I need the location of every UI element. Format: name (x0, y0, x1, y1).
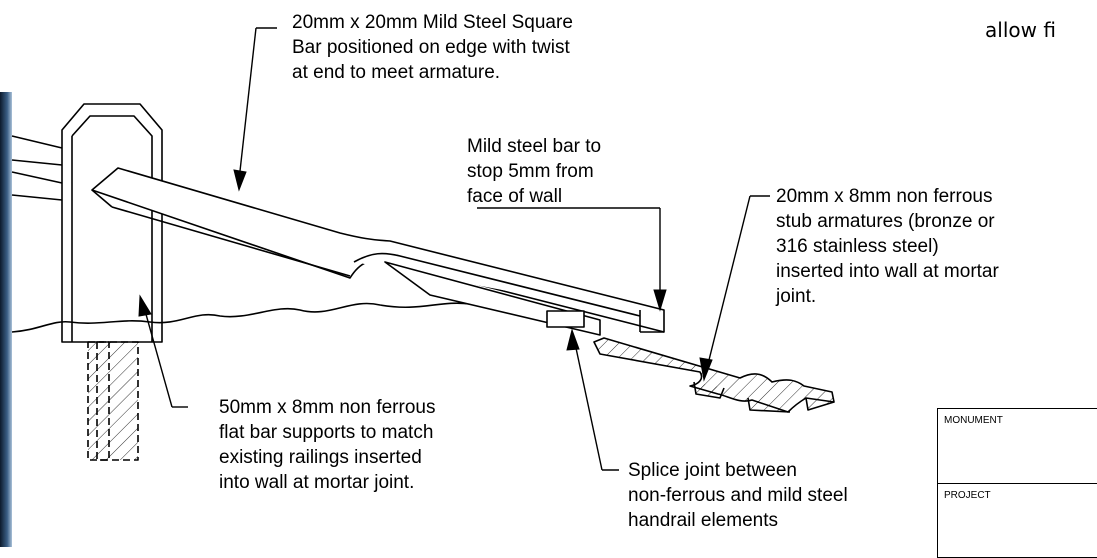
arrowhead (138, 294, 152, 317)
arrowhead (233, 169, 247, 192)
arrowhead (566, 328, 580, 351)
flat-bar-support (87, 341, 139, 461)
ground-line (11, 302, 471, 333)
title-block-monument-row: MONUMENT (938, 409, 1097, 484)
annotation-stub-armatures: 20mm x 8mm non ferrous stub armatures (b… (776, 186, 999, 307)
monument-label: MONUMENT (944, 415, 1003, 426)
background-photo-strip (0, 92, 12, 547)
leader-lines (141, 27, 770, 471)
title-block: MONUMENT PROJECT (937, 408, 1097, 558)
existing-railing-lines (11, 135, 63, 201)
stub-armatures (593, 337, 835, 413)
corner-note-text: allow fi (985, 18, 1056, 42)
annotation-stop-bar: Mild steel bar to stop 5mm from face of … (467, 136, 602, 207)
annotation-square-bar: 20mm x 20mm Mild Steel Square Bar positi… (292, 12, 573, 83)
project-label: PROJECT (944, 490, 991, 501)
mild-steel-square-bar (91, 167, 665, 333)
annotation-splice-joint: Splice joint between non-ferrous and mil… (628, 460, 848, 531)
stone-post (61, 103, 163, 343)
annotation-flat-bar: 50mm x 8mm non ferrous flat bar supports… (219, 397, 436, 493)
title-block-project-row: PROJECT (938, 484, 1097, 558)
splice-section (384, 261, 601, 336)
arrowhead (699, 357, 713, 382)
arrowhead (653, 289, 667, 312)
